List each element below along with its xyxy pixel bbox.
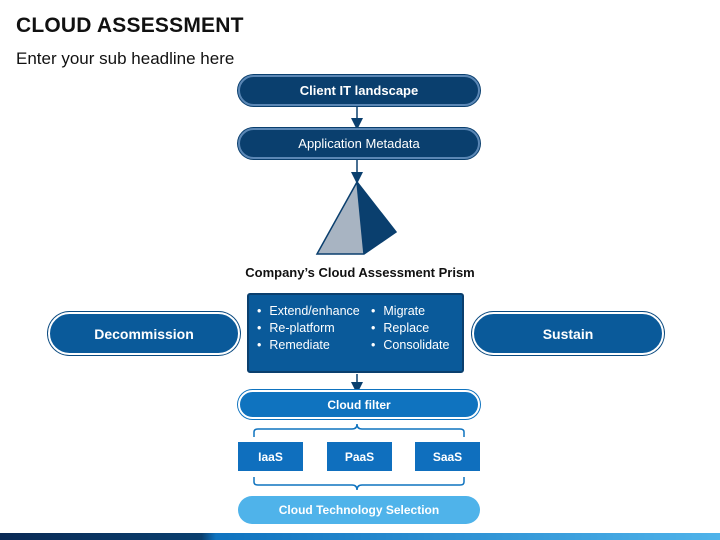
options-left-list: Extend/enhance Re-platform Remediate [257, 303, 371, 371]
iaas-box: IaaS [238, 442, 303, 471]
footer-bar [0, 533, 720, 540]
prism-icon [315, 181, 398, 255]
assessment-options-box: Extend/enhance Re-platform Remediate Mig… [247, 293, 464, 373]
brace-top [253, 423, 465, 437]
option-item: Migrate [371, 303, 449, 320]
options-right-list: Migrate Replace Consolidate [371, 303, 449, 371]
option-item: Replace [371, 320, 449, 337]
option-item: Remediate [257, 337, 371, 354]
option-item: Extend/enhance [257, 303, 371, 320]
client-it-landscape-node: Client IT landscape [238, 75, 480, 106]
option-item: Consolidate [371, 337, 449, 354]
application-metadata-node: Application Metadata [238, 128, 480, 159]
paas-box: PaaS [327, 442, 392, 471]
brace-bottom [253, 477, 465, 491]
prism-label: Company’s Cloud Assessment Prism [245, 265, 475, 280]
decommission-node: Decommission [48, 312, 240, 355]
cloud-filter-node: Cloud filter [238, 390, 480, 419]
cloud-technology-selection-node: Cloud Technology Selection [238, 496, 480, 524]
option-item: Re-platform [257, 320, 371, 337]
page-subtitle: Enter your sub headline here [16, 49, 235, 68]
saas-box: SaaS [415, 442, 480, 471]
sustain-node: Sustain [472, 312, 664, 355]
page-title: CLOUD ASSESSMENT [16, 14, 244, 37]
